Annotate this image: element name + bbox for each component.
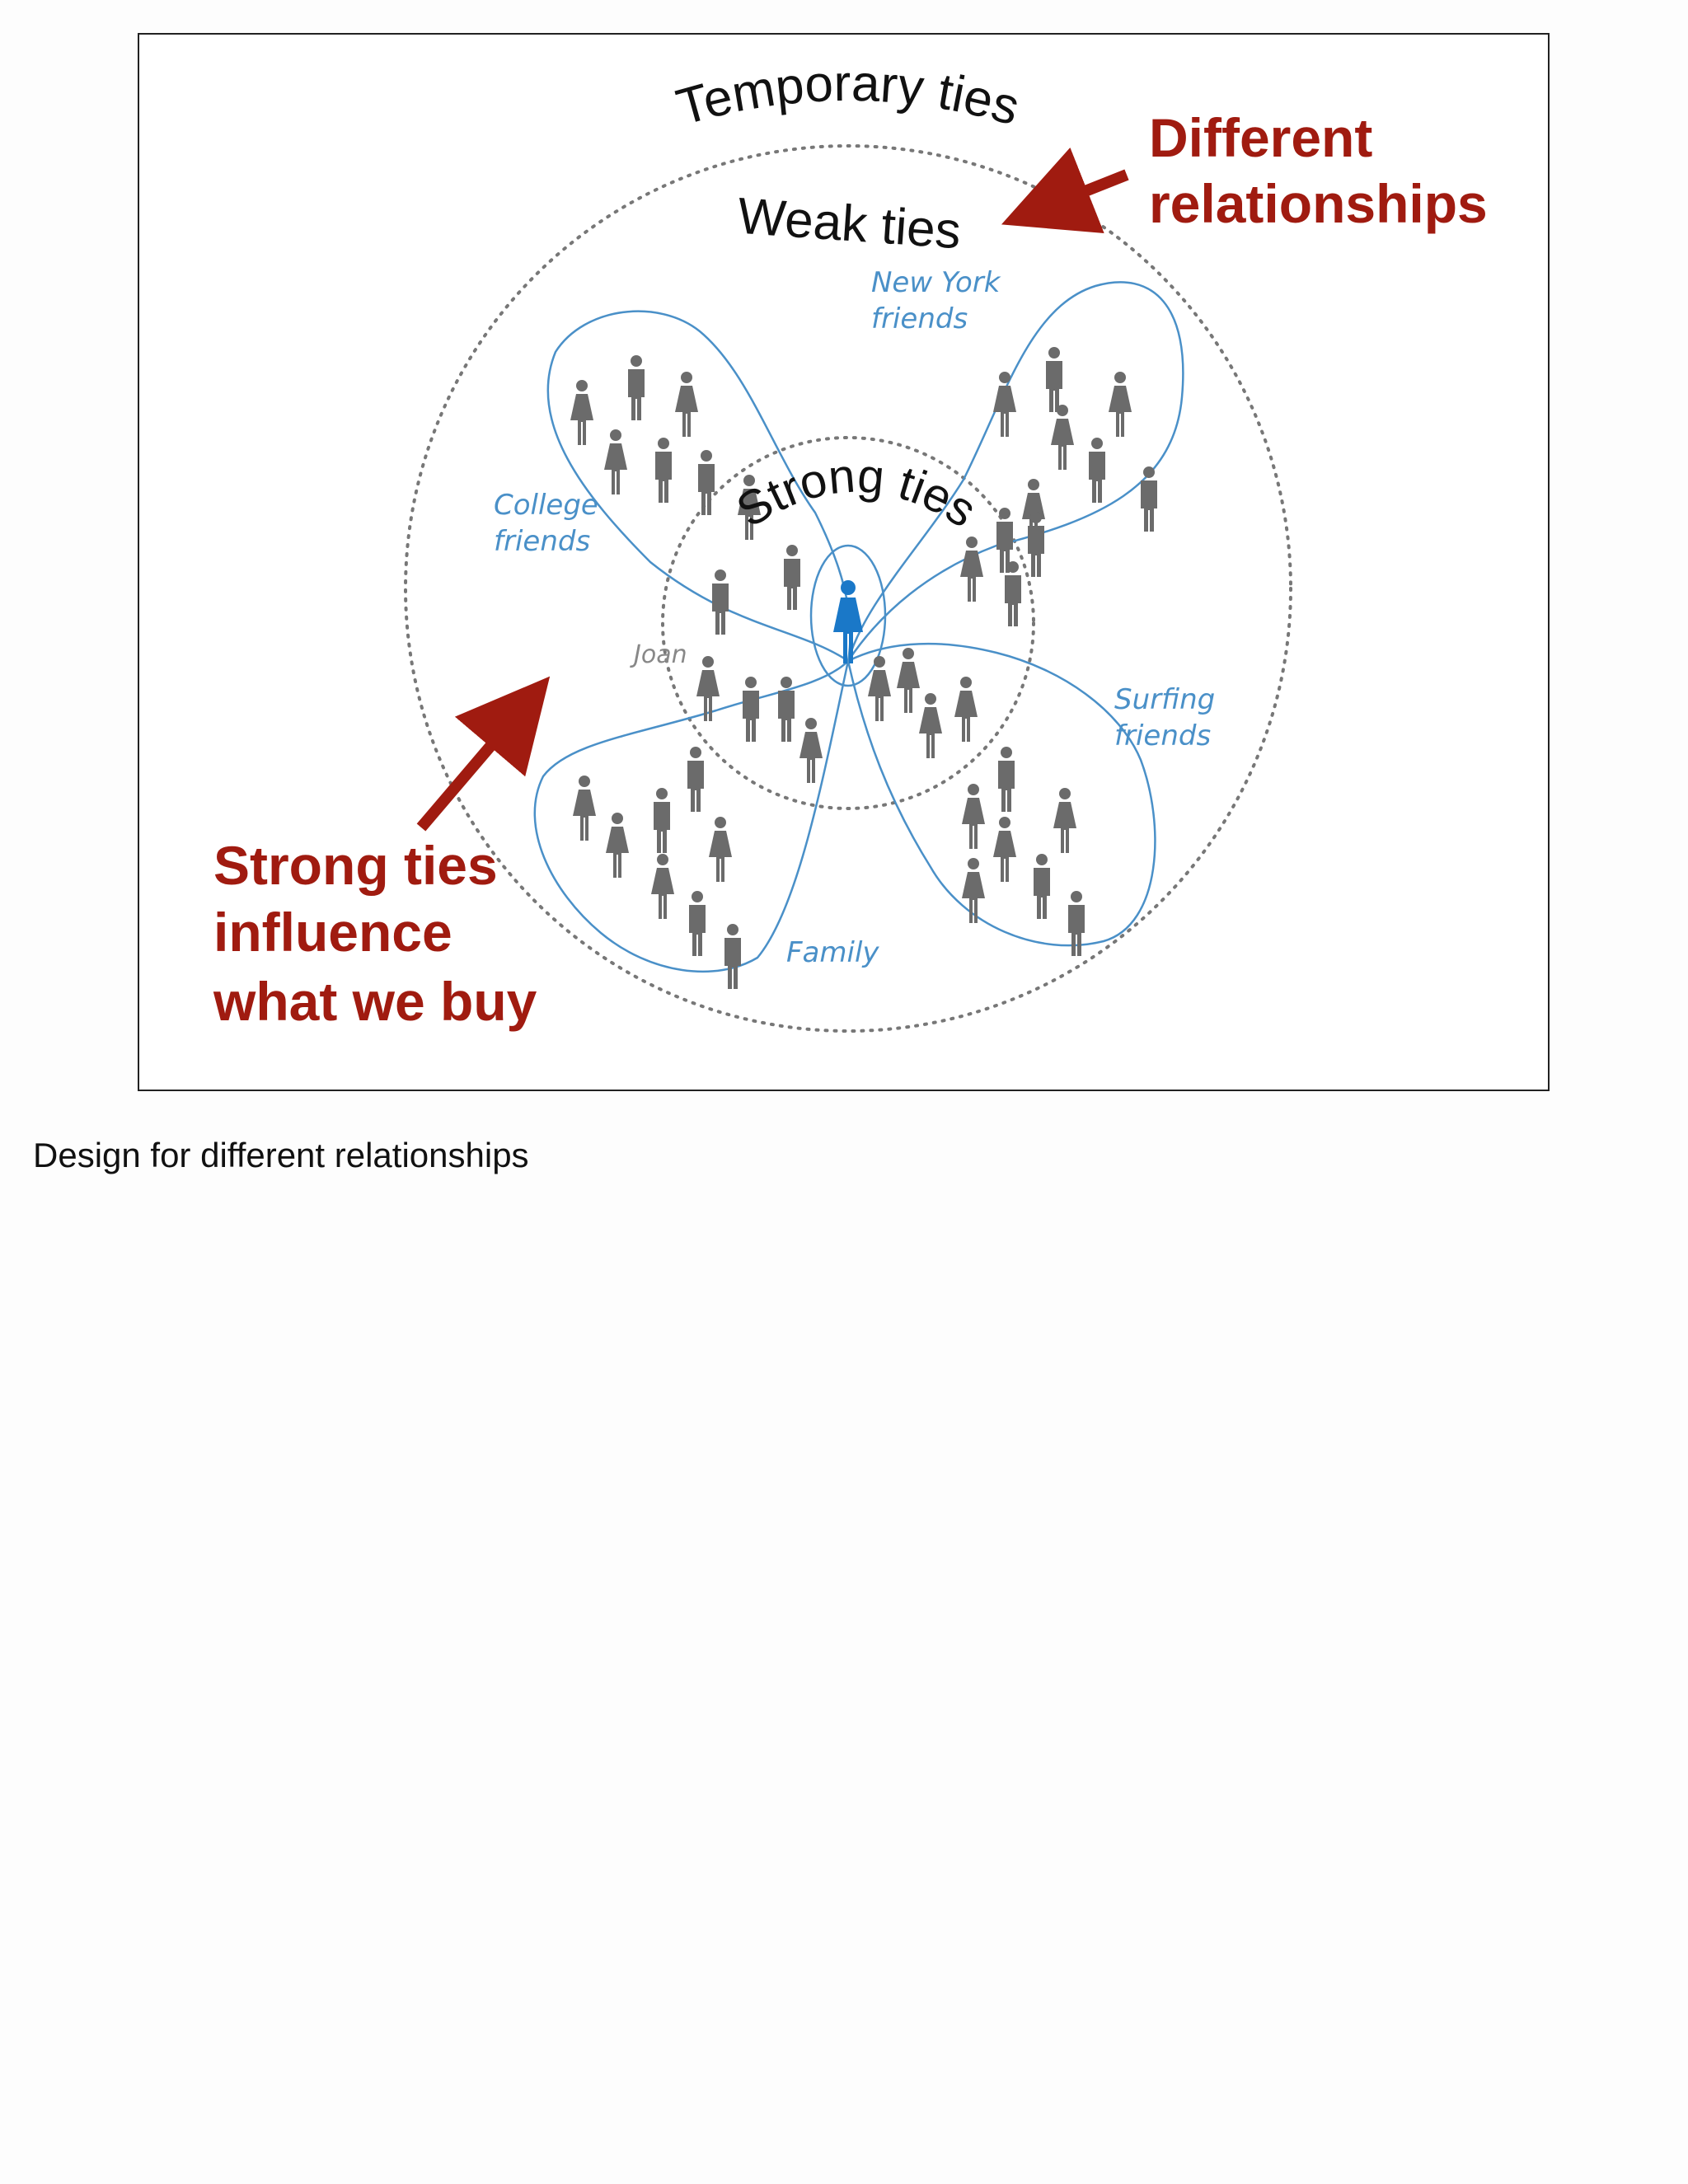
person-icon (799, 718, 823, 783)
callout-different: Different (1149, 107, 1372, 168)
person-icon (993, 372, 1016, 437)
new-york-label: friends (871, 302, 968, 335)
weak-ties-circle (404, 144, 1292, 1033)
person-icon (897, 648, 920, 713)
college-loop (546, 310, 851, 663)
person-icon (1005, 561, 1021, 626)
family-loop (533, 658, 851, 973)
surfing-label: friends (1114, 719, 1211, 752)
weak-ties-label: Weak ties (736, 188, 963, 260)
person-icon (655, 438, 672, 503)
self-person-icon (833, 580, 863, 663)
person-icon (604, 429, 627, 494)
joan-label: Joan (630, 640, 687, 669)
person-icon (960, 537, 983, 602)
person-icon (962, 784, 985, 849)
person-icon (993, 817, 1016, 882)
group-labels: New York friends College friends Surfing… (494, 266, 1215, 969)
new-york-loop (846, 281, 1184, 662)
person-icon (998, 747, 1015, 812)
person-icon (738, 475, 761, 540)
person-icon (698, 450, 715, 515)
person-icon (709, 817, 732, 882)
group-loops (533, 281, 1184, 973)
person-icon (675, 372, 698, 437)
strong-ties-circle (661, 436, 1035, 810)
surfing-loop (846, 642, 1156, 947)
person-icon (570, 380, 593, 445)
person-icon (606, 813, 629, 878)
person-icon (1051, 405, 1074, 470)
callout-strong-ties: Strong ties (213, 835, 498, 896)
people-group (570, 347, 1157, 989)
person-icon (712, 569, 729, 635)
person-icon (743, 677, 759, 742)
person-icon (689, 891, 706, 956)
person-icon (1109, 372, 1132, 437)
person-icon (868, 656, 891, 721)
person-icon (1089, 438, 1105, 503)
new-york-label: New York (871, 266, 1001, 299)
self-loop (809, 544, 887, 687)
arrow-icon (1001, 147, 1129, 234)
person-icon (784, 545, 800, 610)
person-icon (1068, 891, 1085, 956)
person-icon (954, 677, 978, 742)
callout-what-we-buy: what we buy (213, 971, 537, 1032)
person-icon (1034, 854, 1050, 919)
slide-caption: Design for different relationships (33, 1136, 529, 1174)
callout-influence: influence (213, 902, 452, 963)
callouts: Different relationships Strong ties infl… (213, 107, 1488, 1032)
callout-relationships: relationships (1149, 173, 1488, 234)
family-label: Family (786, 936, 879, 969)
person-icon (1053, 788, 1076, 853)
person-icon (1028, 512, 1044, 577)
person-icon (778, 677, 795, 742)
surfing-label: Surfing (1114, 683, 1215, 716)
strong-ties-label: Strong ties (728, 448, 986, 537)
arrow-icon (416, 676, 551, 832)
college-label: College (494, 489, 598, 522)
person-icon (628, 355, 645, 420)
college-label: friends (494, 525, 590, 558)
person-icon (696, 656, 720, 721)
person-icon (919, 693, 942, 758)
person-icon (687, 747, 704, 812)
person-icon (996, 508, 1013, 573)
slide-image: Temporary ties Weak ties Strong ties New… (138, 33, 1550, 1091)
person-icon (651, 854, 674, 919)
person-icon (1046, 347, 1062, 412)
person-icon (1141, 466, 1157, 532)
person-icon (962, 858, 985, 923)
person-icon (724, 924, 741, 989)
temporary-ties-label: Temporary ties (671, 55, 1025, 137)
person-icon (573, 776, 596, 841)
person-icon (654, 788, 670, 853)
